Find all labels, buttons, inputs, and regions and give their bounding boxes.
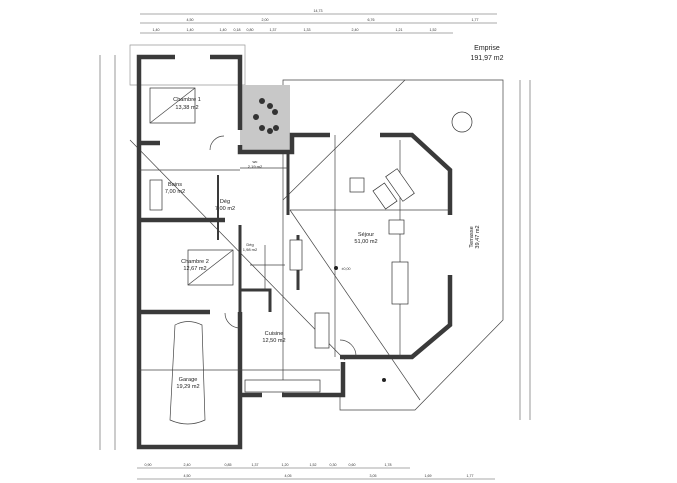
dim: 0,90 bbox=[145, 463, 152, 467]
dim: 1,52 bbox=[310, 463, 317, 467]
dim: 2,40 bbox=[352, 28, 359, 32]
cabinet bbox=[314, 312, 330, 349]
dining-table bbox=[391, 261, 409, 305]
room-area: 7,00 m2 bbox=[215, 206, 235, 212]
side-dimensions bbox=[99, 55, 531, 450]
dim: 1,21 bbox=[396, 28, 403, 32]
dim-total: 14,73 bbox=[314, 9, 323, 13]
dim: 1,37 bbox=[270, 28, 277, 32]
room-labels: Chambre 1 13,38 m2 Bains 7,00 m2 Dég 7,0… bbox=[165, 97, 481, 390]
dim: 4,05 bbox=[285, 474, 292, 478]
room-name: Dég bbox=[246, 242, 253, 247]
emprise-value: 191,97 m2 bbox=[470, 55, 503, 62]
svg-text:±0,00: ±0,00 bbox=[342, 267, 351, 271]
level-marker: ±0,00 bbox=[334, 266, 386, 382]
dim: 4,50 bbox=[184, 474, 191, 478]
room-area: 1,98 m2 bbox=[243, 247, 258, 252]
fireplace bbox=[289, 239, 303, 271]
door-swing bbox=[209, 135, 225, 151]
room-area: 51,00 m2 bbox=[354, 239, 377, 245]
dim: 1,37 bbox=[252, 463, 259, 467]
room-area: 12,67 m2 bbox=[183, 266, 206, 272]
sofa bbox=[372, 182, 398, 210]
dim: 2,00 bbox=[262, 18, 269, 22]
armchair bbox=[388, 219, 405, 235]
walls bbox=[136, 54, 453, 450]
dim: 1,40 bbox=[187, 28, 194, 32]
car bbox=[169, 321, 206, 425]
dim: 1,78 bbox=[385, 463, 392, 467]
dim: 3,05 bbox=[370, 474, 377, 478]
room-name: Garage bbox=[179, 377, 198, 383]
furniture bbox=[149, 87, 473, 425]
kitchen-counter bbox=[244, 379, 321, 393]
room-area: 12,50 m2 bbox=[262, 338, 285, 344]
round-table bbox=[451, 111, 473, 133]
room-name: Séjour bbox=[358, 232, 374, 238]
dim: 1,52 bbox=[430, 28, 437, 32]
dim: 0,30 bbox=[330, 463, 337, 467]
room-name: wc bbox=[253, 159, 258, 164]
door-swing bbox=[339, 339, 357, 357]
dim: 1,77 bbox=[467, 474, 474, 478]
dim: 0,85 bbox=[225, 463, 232, 467]
dim: 0,60 bbox=[349, 463, 356, 467]
room-name: Chambre 2 bbox=[181, 259, 209, 265]
door-swing bbox=[224, 312, 241, 329]
dim: 1,77 bbox=[472, 18, 479, 22]
room-area: 19,29 m2 bbox=[176, 384, 199, 390]
room-name: Chambre 1 bbox=[173, 97, 201, 103]
room-name: Dég bbox=[220, 199, 230, 205]
bathtub bbox=[149, 179, 163, 211]
planter bbox=[240, 85, 290, 150]
room-area: 7,00 m2 bbox=[165, 189, 185, 195]
room-name: Terrasse bbox=[469, 226, 475, 247]
dim: 1,69 bbox=[425, 474, 432, 478]
dim: 0,80 bbox=[247, 28, 254, 32]
emprise-label: Emprise bbox=[474, 45, 500, 52]
dim: 4,50 bbox=[187, 18, 194, 22]
top-dimensions: 14,73 4,50 2,00 6,76 1,77 1,40 1,40 1,40… bbox=[140, 9, 497, 34]
sofa bbox=[385, 168, 415, 202]
dim: 0,18 bbox=[234, 28, 241, 32]
dim: 6,76 bbox=[368, 18, 375, 22]
armchair bbox=[349, 177, 365, 193]
dim: 1,33 bbox=[304, 28, 311, 32]
dim: 1,20 bbox=[282, 463, 289, 467]
dim: 1,40 bbox=[153, 28, 160, 32]
dim: 2,40 bbox=[184, 463, 191, 467]
room-area: 13,38 m2 bbox=[175, 105, 198, 111]
room-area: 39,47 m2 bbox=[475, 225, 481, 248]
room-name: Bains bbox=[168, 182, 182, 188]
room-area: 2,19 m2 bbox=[248, 164, 263, 169]
plant-icons bbox=[253, 98, 279, 134]
room-name: Cuisine bbox=[265, 331, 284, 337]
dim: 1,40 bbox=[220, 28, 227, 32]
bottom-dimensions: 0,90 2,40 0,85 1,37 1,20 1,52 0,30 0,60 … bbox=[137, 463, 495, 480]
